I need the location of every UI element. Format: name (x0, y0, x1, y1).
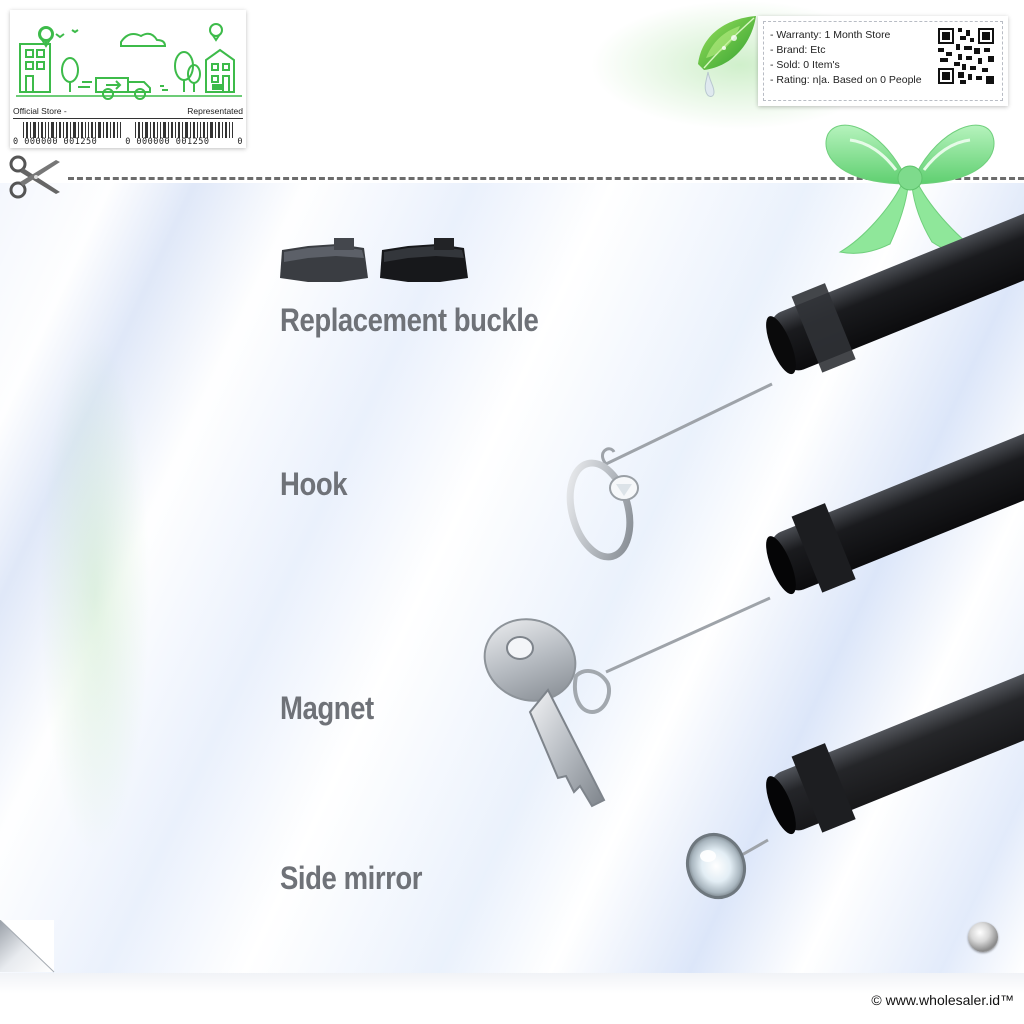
copyright-text: © www.wholesaler.id™ (871, 992, 1014, 1008)
qr-code-icon (938, 28, 994, 84)
round-metal-button[interactable] (968, 922, 998, 952)
warranty-text: - Warranty: 1 Month Store (770, 29, 891, 41)
store-card-labels: Official Store - Representated (13, 106, 243, 119)
label-replacement-buckle: Replacement buckle (280, 302, 539, 338)
scissors-icon (9, 155, 60, 199)
rating-text: - Rating: n|a. Based on 0 People (770, 74, 922, 86)
store-right-label: Representated (187, 106, 243, 116)
probe-magnet (483, 432, 1024, 808)
store-left-label: Official Store - (13, 106, 67, 116)
footer-strip (0, 973, 1024, 1024)
label-magnet: Magnet (280, 690, 374, 726)
info-lines: - Warranty: 1 Month Store - Brand: Etc -… (770, 28, 922, 88)
product-info-card: - Warranty: 1 Month Store - Brand: Etc -… (758, 16, 1008, 106)
replacement-buckle-image (280, 238, 468, 282)
barcode-right-number: 0 (237, 137, 243, 147)
sold-text: - Sold: 0 Item's (770, 59, 840, 71)
barcode-numbers: 0 000000 001250 0 000000 001250 0 (13, 137, 243, 147)
brand-text: - Brand: Etc (770, 44, 826, 56)
key-image (483, 618, 611, 808)
leaf-icon (698, 16, 756, 97)
cut-line (68, 177, 1024, 180)
label-side-mirror: Side mirror (280, 860, 423, 896)
barcode-left-number: 0 000000 001250 (13, 137, 98, 147)
label-hook: Hook (280, 466, 348, 502)
barcode-icon (23, 122, 233, 138)
probe-hook (566, 212, 1024, 561)
city-delivery-illustration-icon (16, 23, 242, 100)
barcode-mid-number: 0 000000 001250 (125, 137, 210, 147)
ribbon-bow-icon (825, 124, 995, 256)
info-card-border: - Warranty: 1 Month Store - Brand: Etc -… (763, 21, 1003, 101)
page-curl-icon (0, 920, 55, 973)
store-card: Official Store - Representated (10, 10, 246, 148)
probe-side-mirror (686, 672, 1024, 900)
